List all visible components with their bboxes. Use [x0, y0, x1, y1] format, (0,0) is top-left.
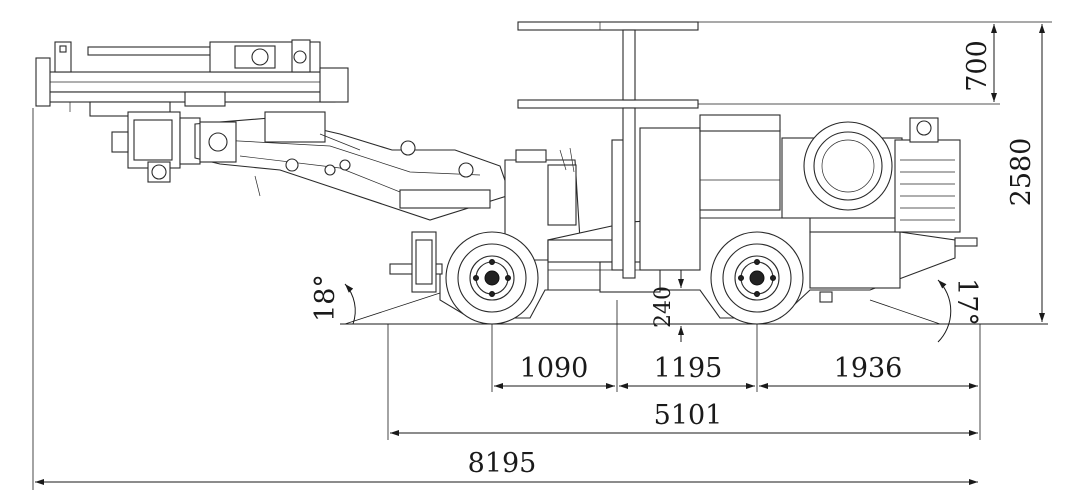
dimension-ground-clearance: 240: [651, 270, 690, 342]
operator-station: [611, 114, 781, 271]
rear-overhang-label: 1936: [834, 353, 903, 384]
machine-outline: [35, 21, 978, 325]
extension-lines-horizontal: [32, 108, 981, 490]
overall-length-label: 8195: [468, 448, 537, 479]
canopy: [517, 21, 699, 279]
drill-feed-beam: [35, 39, 349, 117]
dimension-overall-length: 8195: [35, 448, 978, 485]
reference-lines: [340, 21, 1048, 325]
dimension-chassis-length: 5101: [390, 400, 978, 436]
dimension-canopy-height: 700: [962, 24, 997, 102]
front-overhang-label: 1090: [520, 353, 589, 384]
boom-head: [111, 111, 201, 183]
departure-angle-label: 17°: [951, 278, 982, 326]
engine-unit: [781, 117, 961, 233]
dimension-overall-height: 2580: [1000, 21, 1052, 322]
ground-clearance-label: 240: [651, 286, 676, 328]
dimension-rear-overhang: 1936: [759, 353, 978, 389]
approach-angle: 18°: [310, 274, 441, 325]
wheelbase-left-label: 1195: [654, 353, 723, 384]
rear-wheel: [710, 231, 804, 325]
chassis-length-label: 5101: [654, 400, 723, 431]
dimension-front-overhang: 1090: [494, 353, 615, 389]
approach-angle-label: 18°: [310, 274, 341, 322]
canopy-height-label: 700: [962, 40, 993, 92]
front-wheel: [445, 231, 539, 325]
boom-arm: [194, 111, 511, 221]
dimension-wheelbase-left: 1195: [619, 353, 755, 389]
departure-angle: 17°: [869, 278, 982, 343]
overall-height-label: 2580: [1006, 138, 1037, 207]
